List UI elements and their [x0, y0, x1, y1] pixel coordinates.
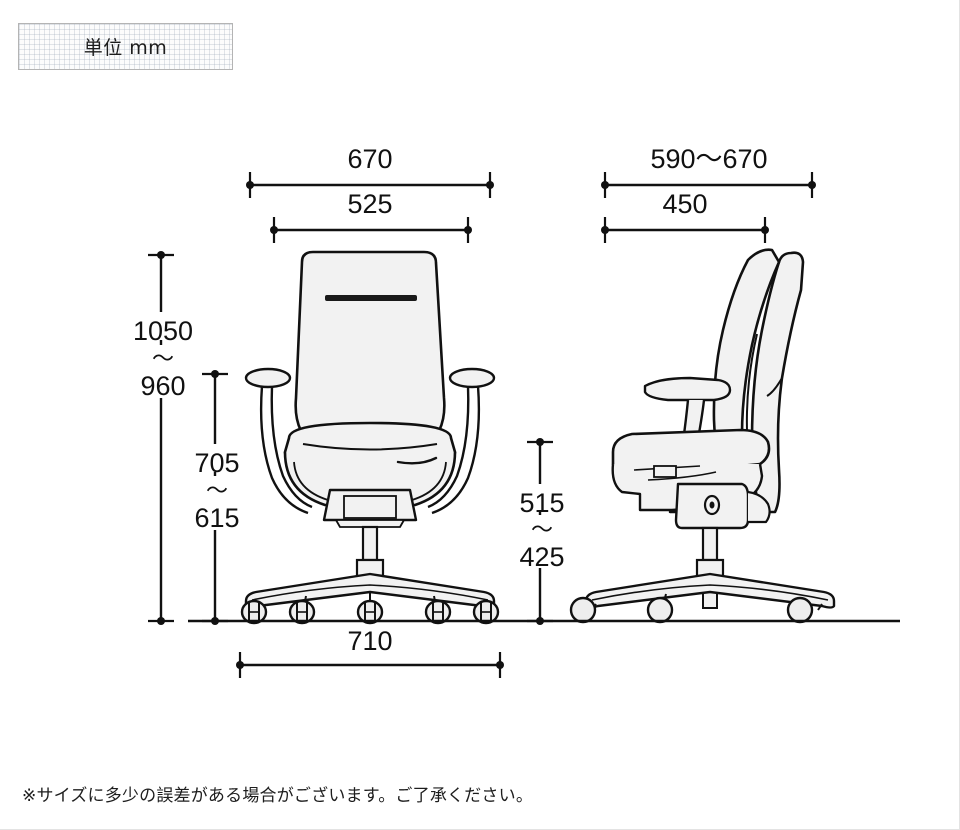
dimension-label-overall-depth: 590〜670: [650, 144, 767, 174]
dimension-label-overall-height-top: 1050: [133, 316, 193, 346]
dimension-label-overall-height-wave: 〜: [152, 347, 174, 372]
dimension-label-seat-height-top: 515: [519, 488, 564, 518]
dimension-label-backrest-height-wave: 〜: [206, 479, 228, 504]
dimension-seat-depth: 450: [601, 189, 769, 243]
side-view-chair: [569, 248, 836, 624]
side-seat-bracket: [653, 465, 677, 478]
side-mechanism-wing: [747, 490, 771, 524]
side-gas-cylinder: [701, 526, 719, 562]
dimension-label-seat-depth: 450: [662, 189, 707, 219]
dimension-label-overall-width: 670: [347, 144, 392, 174]
dimension-overall-height: 1050 〜 960: [128, 251, 196, 625]
dimension-label-seat-height-wave: 〜: [531, 518, 553, 543]
front-armrest-left: [244, 367, 313, 515]
dimension-seat-height: 515 〜 425: [508, 438, 572, 625]
front-mechanism-inner: [343, 495, 397, 519]
dimension-label-backrest-height-bottom: 615: [194, 503, 239, 533]
dimension-label-overall-height-bottom: 960: [140, 371, 185, 401]
dimension-base-width: 710: [236, 626, 504, 678]
dimension-overall-depth: 590〜670: [601, 144, 816, 198]
front-mechanism-lip: [335, 519, 405, 528]
side-base-star: [584, 572, 836, 609]
side-backrest-edge-detail: [766, 377, 783, 397]
dimension-label-seat-height-bottom: 425: [519, 542, 564, 572]
dimension-label-seat-width: 525: [347, 189, 392, 219]
footnote-text: ※サイズに多少の誤差がある場合がございます。ご了承ください。: [22, 786, 534, 806]
front-view-chair: [240, 250, 500, 625]
unit-badge: 単位 mm: [18, 23, 233, 70]
side-tilt-knob: [703, 494, 721, 516]
front-seat-lever: [396, 456, 438, 465]
front-gas-cylinder: [361, 525, 379, 562]
dimension-label-base-width: 710: [347, 626, 392, 656]
unit-badge-label: 単位 mm: [83, 37, 168, 59]
front-armrest-right: [427, 367, 496, 515]
dimension-label-backrest-height-top: 705: [194, 448, 239, 478]
front-base-edge: [251, 584, 489, 601]
dimension-backrest-height: 705 〜 615: [184, 370, 248, 625]
dimension-seat-width: 525: [270, 189, 472, 243]
front-backrest-bar: [325, 295, 417, 301]
front-casters: [240, 599, 500, 625]
front-seat-crease: [302, 443, 438, 451]
dimension-overall-width: 670: [246, 144, 494, 198]
side-base-edge: [591, 584, 829, 601]
